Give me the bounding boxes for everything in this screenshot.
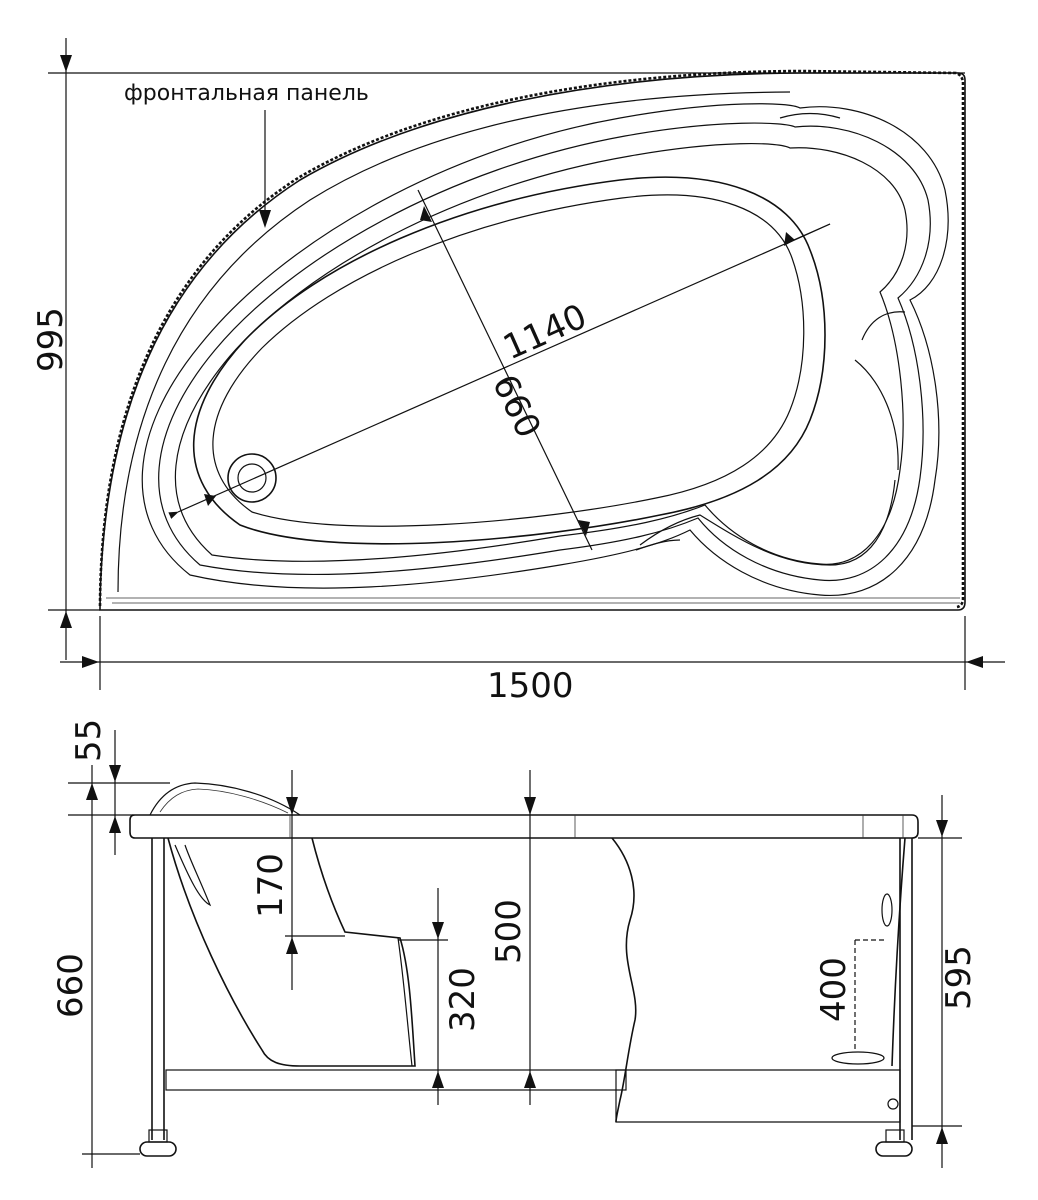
bowl-inner — [192, 176, 826, 545]
frame-bar — [165, 1069, 627, 1091]
dim-total-height: 660 — [51, 953, 91, 1018]
dim-bowl-width: 660 — [484, 368, 548, 444]
bowl-rim-2 — [158, 122, 931, 582]
dim-bowl-length: 1140 — [497, 296, 592, 368]
bowl-rim-3 — [174, 143, 908, 565]
overflow-icon — [881, 893, 893, 927]
front-panel-dashed — [98, 69, 965, 609]
headrest — [149, 782, 301, 816]
foot-right — [875, 1141, 913, 1157]
dim-bowl-depth: 500 — [489, 899, 529, 964]
front-panel-label: фронтальная панель — [124, 81, 369, 106]
break-line — [611, 837, 637, 1123]
tub-outline — [99, 72, 966, 611]
dim-rim: 55 — [69, 719, 109, 762]
dim-headrest: 170 — [251, 853, 291, 918]
dim-seat: 320 — [443, 967, 483, 1032]
foot-left — [139, 1141, 177, 1157]
dim-overflow: 400 — [814, 957, 854, 1022]
dim-width-top: 1500 — [487, 666, 574, 706]
side-view: 55 660 170 320 500 400 595 — [51, 719, 979, 1168]
dim-depth-top: 995 — [31, 307, 71, 372]
tub-body-head — [167, 837, 416, 1067]
drain-side-icon — [831, 1051, 885, 1065]
top-view: 1140 660 фронтальная панель 995 1500 — [31, 38, 1005, 706]
dim-frame-height: 595 — [939, 945, 979, 1010]
tub-rim — [129, 814, 919, 839]
drain-icon — [227, 453, 277, 503]
